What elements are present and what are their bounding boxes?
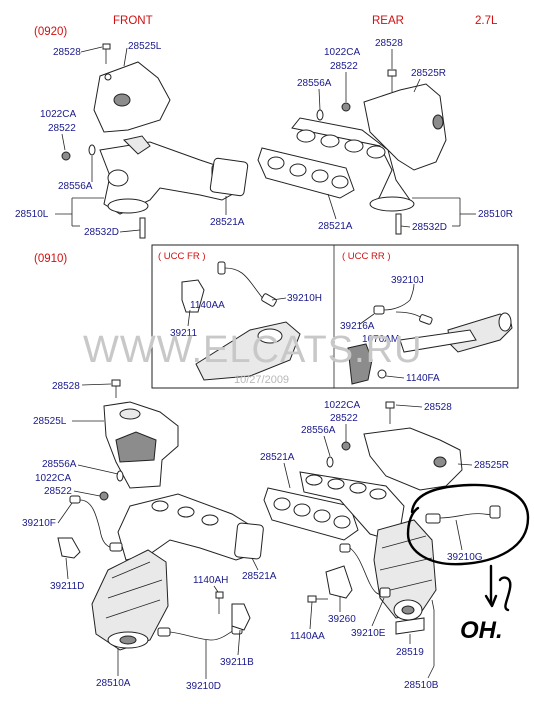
label-28510R: 28510R xyxy=(478,209,513,220)
label-1140AA-ucc: 1140AA xyxy=(190,300,225,311)
nut-front-bottom xyxy=(99,491,109,501)
label-28525L-bottom: 28525L xyxy=(33,416,67,427)
bolt-1140AH xyxy=(215,591,224,614)
catalytic-converter-front xyxy=(91,549,169,651)
label-28519: 28519 xyxy=(396,647,424,658)
label-39216A: 39216A xyxy=(340,321,375,332)
label-1022CA-bottom-rear: 1022CA xyxy=(324,400,360,411)
label-28532D: 28532D xyxy=(84,227,119,238)
label-1140AH: 1140AH xyxy=(193,575,228,586)
label-1022CA-bottom: 1022CA xyxy=(35,473,71,484)
watermark: WWW.ELCATS.RU xyxy=(83,329,423,371)
ucc-inset-box xyxy=(151,244,519,389)
rear-title: REAR xyxy=(372,15,404,27)
bolt-28528-front xyxy=(102,43,111,64)
label-28510B: 28510B xyxy=(404,680,439,691)
label-28532D-rear: 28532D xyxy=(412,222,447,233)
ucc-fr-title: ( UCC FR ) xyxy=(158,251,206,262)
label-28556A-rear: 28556A xyxy=(297,78,332,89)
label-28528-bottom-rear: 28528 xyxy=(424,402,452,413)
label-28510L: 28510L xyxy=(15,209,49,220)
sensor-ucc-fr xyxy=(181,261,301,381)
label-28522-bottom-rear: 28522 xyxy=(330,413,358,424)
bolt-28528-rear xyxy=(387,69,397,92)
label-28522: 28522 xyxy=(48,123,76,134)
label-39210G: 39210G xyxy=(447,552,483,563)
label-28528: 28528 xyxy=(53,47,81,58)
handwritten-note: OH. xyxy=(460,617,503,644)
sensor-39210D xyxy=(157,623,243,641)
exhaust-manifold-front-bottom xyxy=(117,493,264,561)
label-28522-bottom: 28522 xyxy=(44,486,72,497)
ucc-rr-title: ( UCC RR ) xyxy=(342,251,391,262)
nut-front xyxy=(61,151,71,161)
label-1140AA-bottom: 1140AA xyxy=(290,631,325,642)
washer-front xyxy=(88,144,96,156)
nut-rear-bottom xyxy=(341,441,351,451)
bolt-28528-rear-bottom xyxy=(385,401,395,424)
sensor-39210G xyxy=(425,505,501,524)
label-39211D: 39211D xyxy=(50,581,84,592)
label-39211B: 39211B xyxy=(220,657,254,668)
label-1140FA: 1140FA xyxy=(406,373,440,384)
label-39211: 39211 xyxy=(170,328,198,339)
label-28528-bottom: 28528 xyxy=(52,381,80,392)
heat-shield-rear xyxy=(363,83,447,171)
sensor-39210E xyxy=(339,543,391,598)
exhaust-manifold-rear-bottom xyxy=(299,471,405,541)
label-28525L: 28525L xyxy=(128,41,162,52)
label-39260: 39260 xyxy=(328,614,356,625)
label-28521A-bottom: 28521A xyxy=(242,571,277,582)
handwritten-ellipse xyxy=(406,483,530,566)
label-28510A: 28510A xyxy=(96,678,131,689)
label-1076AM: 1076AM xyxy=(362,334,399,345)
label-28556A-bottom: 28556A xyxy=(42,459,77,470)
bracket-39211B xyxy=(231,603,251,631)
label-28522-rear: 28522 xyxy=(330,61,358,72)
bolt-1140AA-bottom xyxy=(307,595,328,603)
sensor-39210F xyxy=(69,495,123,552)
label-28556A-bottom-rear: 28556A xyxy=(301,425,336,436)
date-stamp: 10/27/2009 xyxy=(234,374,289,386)
front-title: FRONT xyxy=(113,15,153,27)
engine-size: 2.7L xyxy=(475,15,498,27)
handwritten-arrow xyxy=(484,564,512,612)
catalytic-converter-rear xyxy=(373,519,437,635)
heat-shield-front-bottom xyxy=(103,401,179,489)
bolt-28528-front-bottom xyxy=(111,379,121,398)
label-28521A-bottom-rear: 28521A xyxy=(260,452,295,463)
washer-front-bottom xyxy=(116,470,124,482)
label-28528-rear: 28528 xyxy=(375,38,403,49)
label-1022CA: 1022CA xyxy=(40,109,76,120)
stud-rear xyxy=(395,213,402,235)
label-1022CA-rear: 1022CA xyxy=(324,47,360,58)
label-28525R-bottom: 28525R xyxy=(474,460,509,471)
label-28525R: 28525R xyxy=(411,68,446,79)
gasket-front xyxy=(209,157,249,197)
heat-shield-rear-bottom xyxy=(363,427,463,491)
section-code-bottom: (0910) xyxy=(34,253,67,265)
section-code-top: (0920) xyxy=(34,26,67,38)
stud-front xyxy=(139,217,146,239)
label-28556A: 28556A xyxy=(58,181,93,192)
label-28521A-rear: 28521A xyxy=(318,221,353,232)
washer-rear-bottom xyxy=(326,456,334,468)
gasket-rear xyxy=(257,147,355,199)
washer-rear xyxy=(316,109,324,121)
label-39210E: 39210E xyxy=(351,628,386,639)
label-28521A: 28521A xyxy=(210,217,245,228)
nut-rear xyxy=(341,102,351,112)
bracket-39260 xyxy=(325,565,353,599)
heat-shield-front xyxy=(93,61,171,133)
sensor-ucc-rr xyxy=(347,283,513,385)
bracket-39211D xyxy=(57,537,81,559)
label-39210H: 39210H xyxy=(287,293,322,304)
exhaust-manifold-rear xyxy=(291,117,415,212)
label-39210D: 39210D xyxy=(186,681,221,692)
label-39210F: 39210F xyxy=(22,518,56,529)
label-39210J: 39210J xyxy=(391,275,424,286)
